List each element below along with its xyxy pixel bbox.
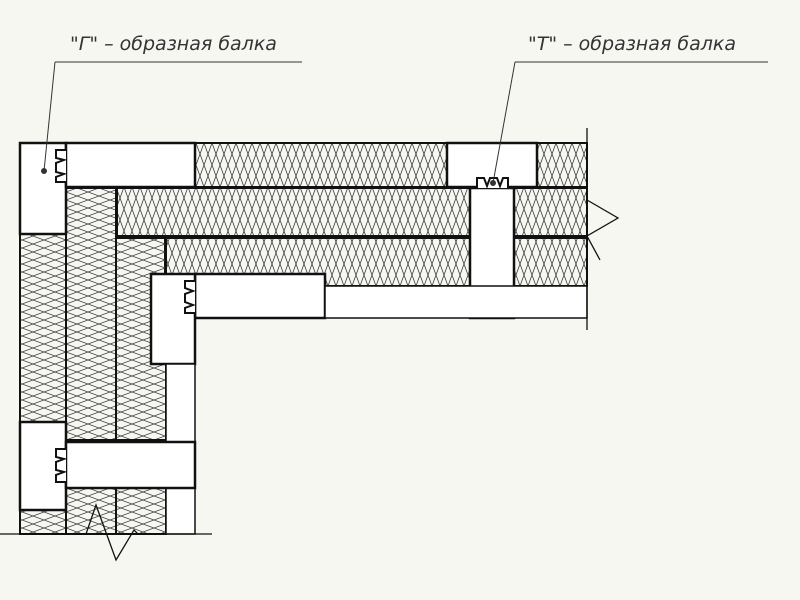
joint-inner-corner — [184, 280, 196, 314]
leader-lines — [41, 61, 768, 186]
inner-board-top — [193, 272, 327, 320]
t-beam-label: "Т" – образная балка — [528, 33, 736, 55]
break-lines — [0, 128, 620, 562]
insulation-top-inner-right — [513, 237, 588, 287]
insulation-left-outer — [19, 233, 67, 423]
inner-lining-top — [324, 285, 588, 319]
right-break-mark — [586, 199, 620, 261]
joint-lower — [55, 448, 68, 483]
timber-beams — [18, 141, 588, 535]
g-label-leader — [43, 61, 56, 172]
insulation-top-outer — [194, 142, 448, 188]
joint-top-left — [55, 149, 68, 183]
t-label-leader — [492, 61, 516, 184]
insulation-layers — [19, 142, 588, 535]
insulation-left-middle — [65, 187, 117, 441]
top-outer-board — [64, 141, 197, 189]
insulation-top-middle — [116, 187, 471, 237]
insulation-left-outer-bottom — [19, 509, 67, 535]
insulation-left-middle-bottom — [65, 487, 117, 535]
bottom-break-mark — [85, 503, 139, 562]
insulation-top-middle-right — [513, 187, 588, 237]
insulation-left-inner-bottom — [115, 487, 167, 535]
lower-board — [64, 440, 197, 490]
t-label-point — [490, 180, 496, 186]
g-beam-label: "Г" – образная балка — [70, 33, 277, 55]
g-label-point — [41, 168, 47, 174]
insulation-top-outer-right — [536, 142, 588, 188]
